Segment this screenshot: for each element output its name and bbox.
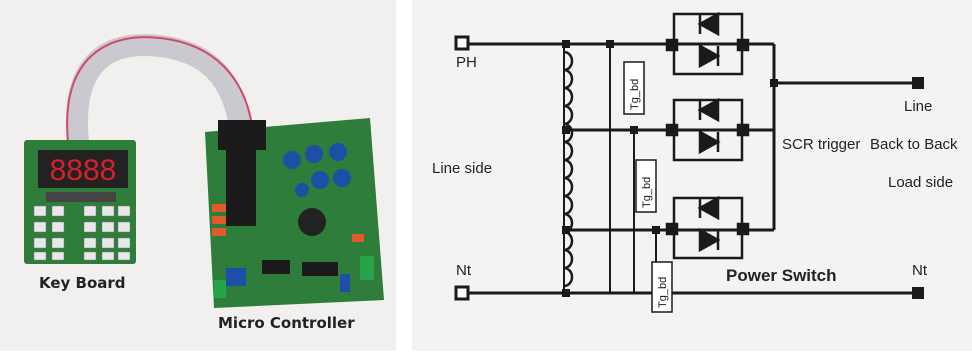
- scr-schematic: Tg_bd Tg_bd Tg_bd PH Nt Nt Line Line sid…: [412, 0, 972, 351]
- trigger-board-2: [635, 159, 657, 213]
- trigger-board-2-label: Tg_bd: [641, 177, 653, 208]
- trigger-board-3: [651, 261, 673, 313]
- back-to-back-label: Back to Back: [870, 136, 958, 153]
- transformer-coil: [563, 50, 574, 288]
- trigger-board-1-label: Tg_bd: [629, 79, 641, 110]
- schematic-drawing: Tg_bd Tg_bd Tg_bd: [454, 11, 924, 313]
- ph-label: PH: [456, 54, 477, 71]
- power-switch-label: Power Switch: [726, 266, 837, 285]
- line-label: Line: [904, 98, 933, 115]
- ph-terminal: [454, 35, 470, 51]
- ribbon-red-wire: [66, 36, 253, 143]
- trigger-board-3-label: Tg_bd: [657, 277, 669, 308]
- controller-board: [205, 118, 384, 308]
- nt-left-label: Nt: [456, 262, 471, 279]
- load-side-label: Load side: [888, 174, 954, 191]
- scr-trigger-label: SCR trigger: [782, 136, 861, 153]
- line-terminal: [912, 77, 924, 89]
- nt-right-label: Nt: [912, 262, 927, 279]
- keyboard-board: 8888: [24, 140, 136, 264]
- line-side-label: Line side: [432, 160, 493, 177]
- keypad-buttons: [33, 205, 131, 261]
- ribbon-cable: [66, 34, 251, 144]
- hardware-illustration: 8888: [24, 34, 384, 308]
- controller-label: Micro Controller: [218, 314, 355, 332]
- hardware-photo: 8888: [0, 0, 396, 351]
- trigger-board-1: [623, 61, 645, 115]
- nt-terminal-right: [912, 287, 924, 299]
- keyboard-label: Key Board: [39, 274, 126, 292]
- nt-terminal-left: [454, 285, 470, 301]
- seven-seg-display: 8888: [50, 154, 117, 187]
- scr-pairs: [665, 11, 750, 260]
